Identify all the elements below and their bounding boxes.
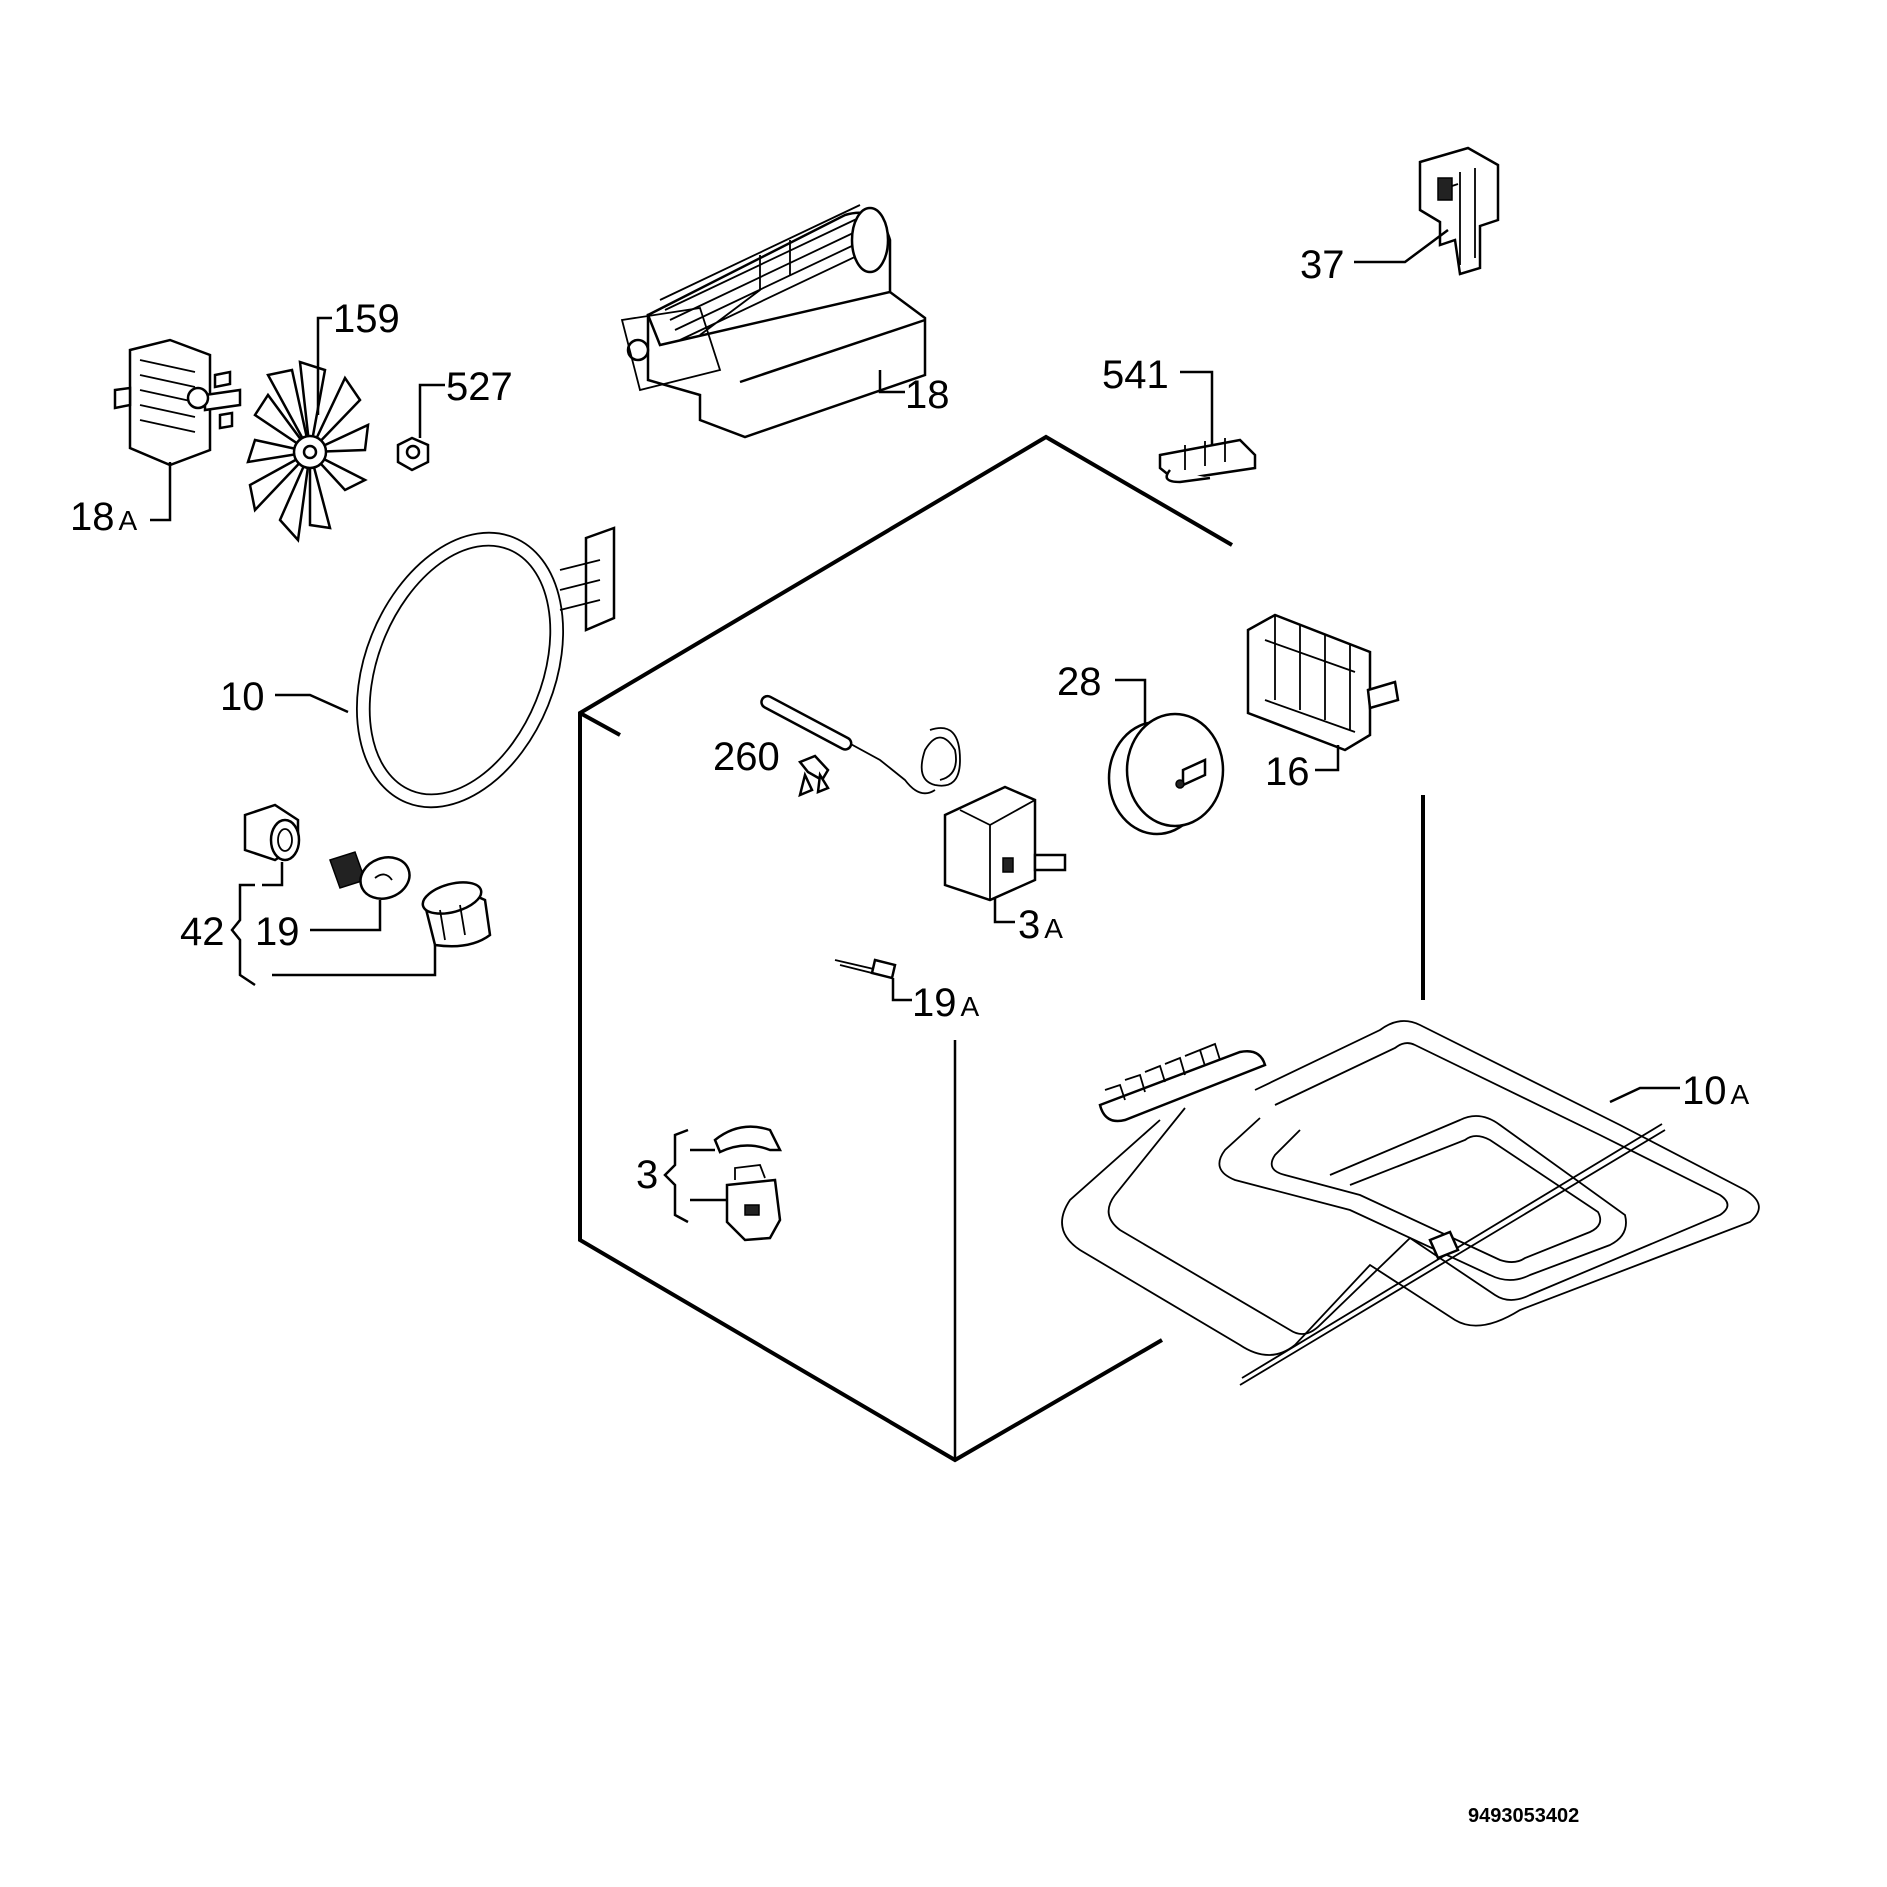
leader-541 [1180,370,1214,445]
leader-28 [1115,678,1147,725]
part-10a-grill-element [1061,1020,1760,1386]
label-541: 541 [1102,353,1169,397]
leader-3a [993,898,1015,924]
leader-18 [878,370,905,394]
part-19a-lamp-connector [834,958,897,980]
part-260-clip [797,754,830,798]
part-28-timer [1107,712,1225,836]
leader-19a [891,978,912,1002]
leader-10a [1609,1086,1680,1104]
part-541-terminal-block [1158,438,1257,484]
leader-18a [150,462,172,522]
label-159: 159 [333,297,400,341]
bracket-42 [230,862,437,987]
leader-16 [1315,745,1340,772]
part-19-lamp-bulb [329,851,411,900]
label-16: 16 [1265,750,1310,794]
part-3-thermostat-clamp [713,1125,783,1242]
leader-37 [1354,228,1449,264]
document-number: 9493053402 [1468,1805,1579,1827]
part-37-door-catch [1418,146,1500,276]
part-527-nut [396,436,430,472]
label-3: 3 [636,1153,658,1197]
part-42-lamp-holder [243,803,301,862]
label-260: 260 [713,735,780,779]
leader-159 [316,316,332,415]
part-159-fan-blade [246,360,370,543]
bracket-3 [663,1128,727,1224]
part-16-selector-switch [1246,613,1400,752]
part-3a-thermostat [760,694,1067,902]
oven-cabinet-outline [578,434,1425,1463]
label-28: 28 [1057,660,1102,704]
leader-10 [275,693,349,714]
part-42-lamp-cover [421,881,492,948]
label-527: 527 [446,365,513,409]
part-18-tangential-fan [620,204,927,439]
label-19: 19 [255,910,300,954]
label-10: 10 [220,675,265,719]
label-18: 18 [905,373,950,417]
part-18a-fan-motor [113,338,242,467]
part-10-circular-heating-element [356,526,616,809]
label-37: 37 [1300,243,1345,287]
label-42: 42 [180,910,225,954]
leader-527 [418,383,445,438]
